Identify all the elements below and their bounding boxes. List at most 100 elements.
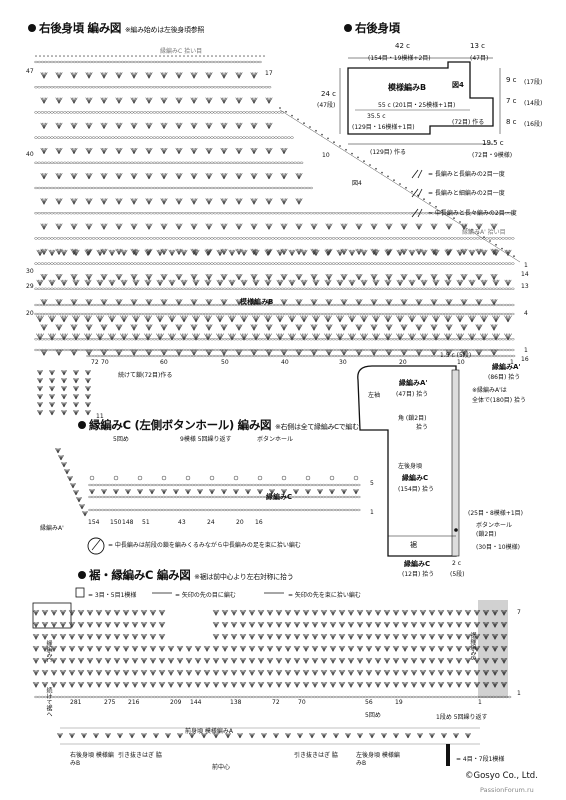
chain-row xyxy=(210,186,214,190)
chain-row xyxy=(257,495,262,499)
chain-row xyxy=(172,354,177,358)
chain-row xyxy=(139,483,143,487)
stitch-shell xyxy=(284,633,292,640)
stitch-shell xyxy=(257,657,265,664)
chain-row xyxy=(261,136,265,139)
stitch-shell xyxy=(239,681,247,688)
chain-row xyxy=(367,262,371,265)
stitch-shell xyxy=(273,733,279,739)
stitch-shell xyxy=(345,733,351,739)
chain-row xyxy=(107,186,112,190)
chain-row xyxy=(511,303,515,307)
chain-row xyxy=(302,508,307,512)
chain-row xyxy=(129,495,134,499)
s3-repeat-5: 5回め xyxy=(113,436,129,443)
stitch-shell xyxy=(248,621,256,628)
stitch-shell xyxy=(221,657,229,664)
stitch-shell xyxy=(149,681,157,688)
chain-row xyxy=(219,312,224,316)
chain-row xyxy=(463,262,467,265)
chain-row xyxy=(152,136,157,139)
stitch-shell xyxy=(68,681,76,688)
chain-row xyxy=(53,111,57,114)
chain-row xyxy=(367,303,371,307)
chain-row xyxy=(296,312,301,316)
stitch-shell xyxy=(312,333,320,341)
chain-row xyxy=(203,60,208,64)
s5-count-216: 216 xyxy=(128,699,140,706)
chain-row xyxy=(184,161,189,164)
chain-row xyxy=(175,237,179,240)
picot-stitch xyxy=(209,475,215,481)
chain-row xyxy=(159,262,163,265)
chain-row xyxy=(245,287,249,290)
chain-row xyxy=(463,338,467,341)
chain-row xyxy=(95,303,99,307)
chain-row xyxy=(187,338,192,341)
chain-row xyxy=(299,186,304,190)
stitch-shell xyxy=(100,97,108,104)
chain-row xyxy=(358,354,362,358)
top-pickup-dot xyxy=(63,55,65,57)
stitch-shell xyxy=(300,333,308,341)
chain-row xyxy=(226,111,230,114)
stitch-shell xyxy=(360,315,368,323)
chain-row xyxy=(37,111,41,114)
chain-row xyxy=(223,111,227,114)
chain-row xyxy=(85,161,89,164)
chain-row xyxy=(274,262,278,265)
chain-row xyxy=(40,303,45,307)
stitch-shell xyxy=(257,489,263,495)
chain-row xyxy=(261,186,265,190)
chain-row xyxy=(203,186,208,190)
stitch-shell xyxy=(140,681,148,688)
chain-row xyxy=(79,186,83,190)
chain-row xyxy=(379,237,384,240)
chain-row xyxy=(488,262,493,265)
chain-row xyxy=(479,303,483,307)
chain-row xyxy=(193,508,198,512)
chain-row xyxy=(495,262,499,265)
stitch-shell xyxy=(220,273,228,280)
stitch-shell xyxy=(374,657,382,664)
stitch-shell xyxy=(288,333,296,341)
stitch-shell xyxy=(145,122,153,129)
chain-row xyxy=(213,483,217,487)
stitch-shell xyxy=(100,198,108,205)
stitch-shell xyxy=(265,223,273,230)
stitch-shell xyxy=(190,223,198,230)
stitch-shell xyxy=(437,633,445,640)
chain-row xyxy=(226,262,230,265)
top-pickup-dot xyxy=(211,55,213,57)
chain-row xyxy=(229,287,233,290)
stitch-shell xyxy=(239,657,247,664)
chain-row xyxy=(123,60,128,64)
chain-row xyxy=(491,262,496,265)
chain-row xyxy=(248,312,253,316)
chain-row xyxy=(162,212,166,215)
stitch-shell xyxy=(280,173,288,180)
stitch-shell xyxy=(264,279,272,286)
chain-row xyxy=(239,136,243,139)
chain-row xyxy=(379,695,384,699)
chain-row xyxy=(245,508,249,512)
chain-row xyxy=(459,237,464,240)
stitch-shell xyxy=(140,633,148,640)
chain-row xyxy=(255,262,259,265)
chain-row xyxy=(136,111,141,114)
chain-row xyxy=(194,237,198,240)
stitch-shell xyxy=(131,645,139,652)
s3-count-20: 20 xyxy=(236,519,244,526)
chain-row xyxy=(258,237,262,240)
chain-row xyxy=(306,303,310,307)
stitch-shell xyxy=(392,633,400,640)
chain-row xyxy=(302,483,307,487)
chain-row xyxy=(296,287,301,290)
chain-row xyxy=(117,136,121,139)
chain-row xyxy=(123,695,128,699)
stitch-shell xyxy=(329,669,337,676)
chain-row xyxy=(200,161,205,164)
chain-row xyxy=(242,312,246,316)
chain-row xyxy=(361,354,365,358)
chain-row xyxy=(248,508,252,512)
